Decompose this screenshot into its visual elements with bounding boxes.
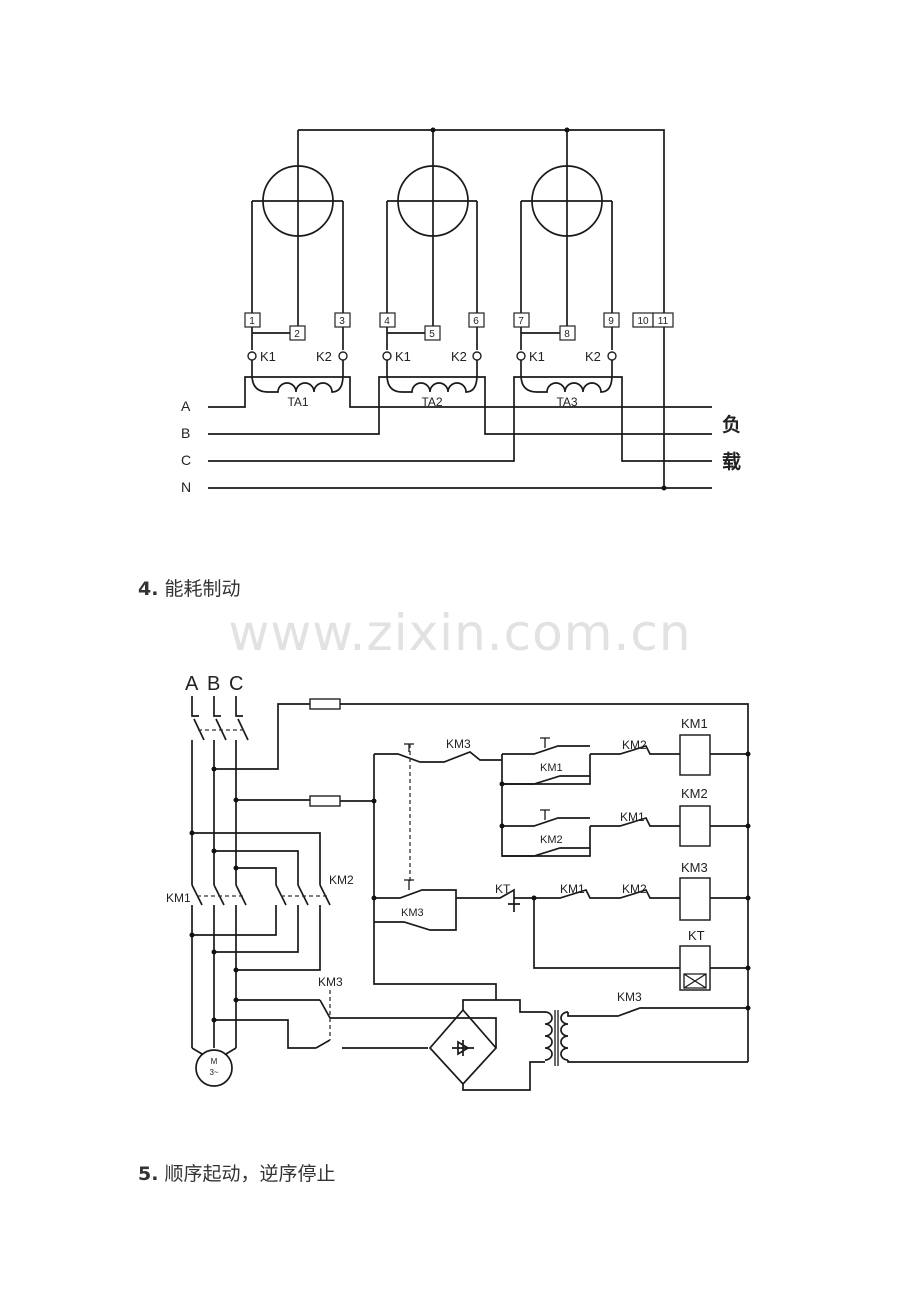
line-label-n: N [181,479,191,495]
load-label-1: 负 [722,413,741,436]
terminal-2: 2 [294,329,300,340]
terminal-9: 9 [608,316,614,327]
ct-label-ta3: TA3 [556,395,577,409]
terminal-11: 11 [658,316,669,327]
terminal-6: 6 [473,316,479,327]
terminal-3: 3 [339,316,345,327]
terminal-1: 1 [249,316,255,327]
ct3-k1-label: K1 [529,349,545,364]
km2-brake-interlock-label: KM2 [622,882,647,896]
km2-coil-label: KM2 [681,786,708,801]
motor-symbol [195,1049,233,1087]
phase-label-b: B [207,673,220,695]
line-label-c: C [181,452,191,468]
meter-wiring-diagram: 1 2 3 4 5 6 7 8 9 10 11 K1 K2 K1 K2 K1 K… [181,127,741,495]
terminal-4: 4 [384,316,390,327]
watermark: www.zixin.com.cn [228,604,692,662]
section-number: 5. [138,1163,159,1185]
line-label-b: B [181,425,190,441]
km2-interlock-label-a: KM2 [622,738,647,752]
section-heading-4: 4. 能耗制动 [138,574,241,601]
ct2-k2-label: K2 [451,349,467,364]
terminal-10: 10 [637,316,649,327]
km1-hold-label: KM1 [540,762,563,774]
ct2-k1-label: K1 [395,349,411,364]
motor-phase-label: 3~ [209,1068,218,1077]
km3-brake-hold-label: KM3 [401,907,424,919]
kt-contact-label: KT [495,882,511,896]
section-title: 能耗制动 [164,578,241,600]
ct-label-ta2: TA2 [421,395,442,409]
section-number: 4. [138,578,159,600]
ct3-k2-label: K2 [585,349,601,364]
km3-coil-label: KM3 [681,860,708,875]
line-label-a: A [181,398,191,414]
km1-coil-label: KM1 [681,716,708,731]
motor-label: M [211,1057,218,1066]
dynamic-braking-diagram: A B C KM1 KM2 K [166,673,751,1091]
km1-brake-interlock-label: KM1 [560,882,585,896]
ct1-k1-label: K1 [260,349,276,364]
ct-label-ta1: TA1 [287,395,308,409]
ct1-k2-label: K2 [316,349,332,364]
km3-coil [679,877,711,921]
km2-hold-label: KM2 [540,834,563,846]
terminal-7: 7 [518,316,524,327]
phase-label-c: C [229,673,243,695]
section-heading-5: 5. 顺序起动，逆序停止 [138,1159,336,1186]
kt-coil-label: KT [688,928,705,943]
km1-coil [679,734,711,776]
phase-label-a: A [185,673,199,695]
section-title: 顺序起动，逆序停止 [164,1163,336,1185]
kt-coil [679,945,711,991]
terminal-8: 8 [564,329,570,340]
km2-coil [679,805,711,847]
km1-interlock-label: KM1 [620,810,645,824]
load-label-2: 载 [722,450,741,473]
km1-main-label: KM1 [166,891,191,905]
km3-interlock-label: KM3 [446,737,471,751]
km3-supply-label: KM3 [617,990,642,1004]
km3-brake-label: KM3 [318,975,343,989]
km2-main-label: KM2 [329,873,354,887]
terminal-5: 5 [429,329,435,340]
